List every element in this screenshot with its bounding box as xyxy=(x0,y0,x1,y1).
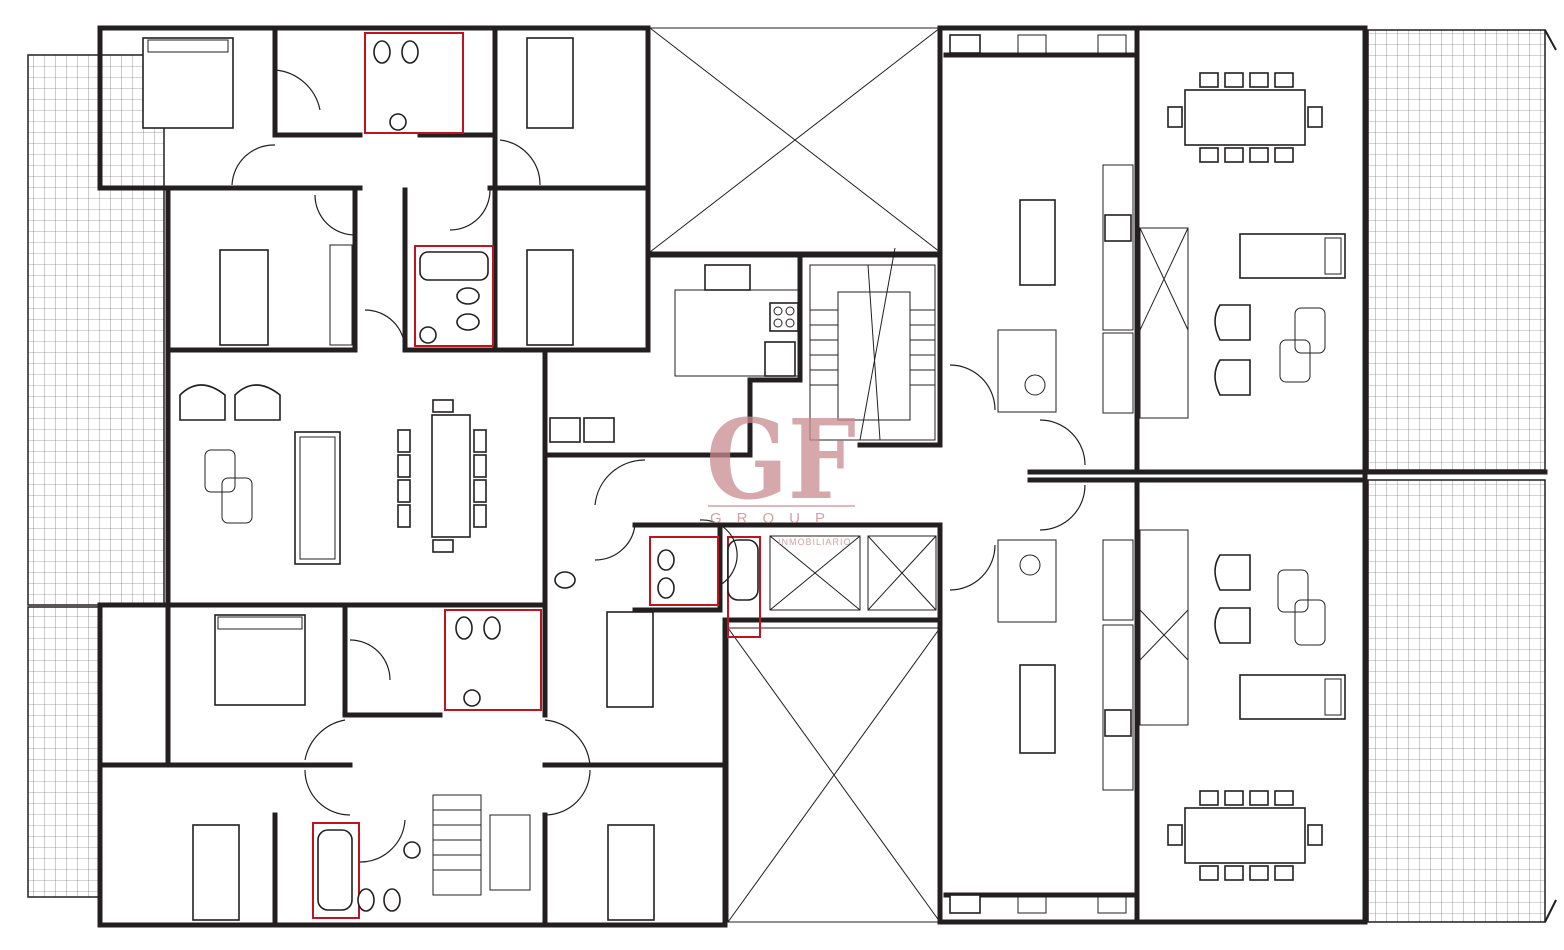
terrace-right-upper xyxy=(1367,29,1546,471)
terraces xyxy=(27,29,1557,923)
stairs-core xyxy=(809,247,936,441)
watermark-brand: GROUP xyxy=(710,510,840,527)
terrace-left-lower xyxy=(27,606,101,898)
watermark-tagline: INMOBILIARIO xyxy=(778,537,852,547)
right-apartments xyxy=(949,34,1346,914)
left-living-room xyxy=(179,244,487,565)
stairs-lower xyxy=(432,794,531,896)
watermark-logo-letters: GF xyxy=(706,395,856,524)
doors xyxy=(231,69,1086,863)
beds xyxy=(142,37,655,921)
sanitary-fixtures xyxy=(317,40,759,912)
left-kitchen xyxy=(549,264,801,443)
terrace-right-lower xyxy=(1367,479,1546,923)
watermark-logo: GF GROUP INMOBILIARIO xyxy=(706,395,856,547)
terrace-left-upper xyxy=(27,54,165,606)
